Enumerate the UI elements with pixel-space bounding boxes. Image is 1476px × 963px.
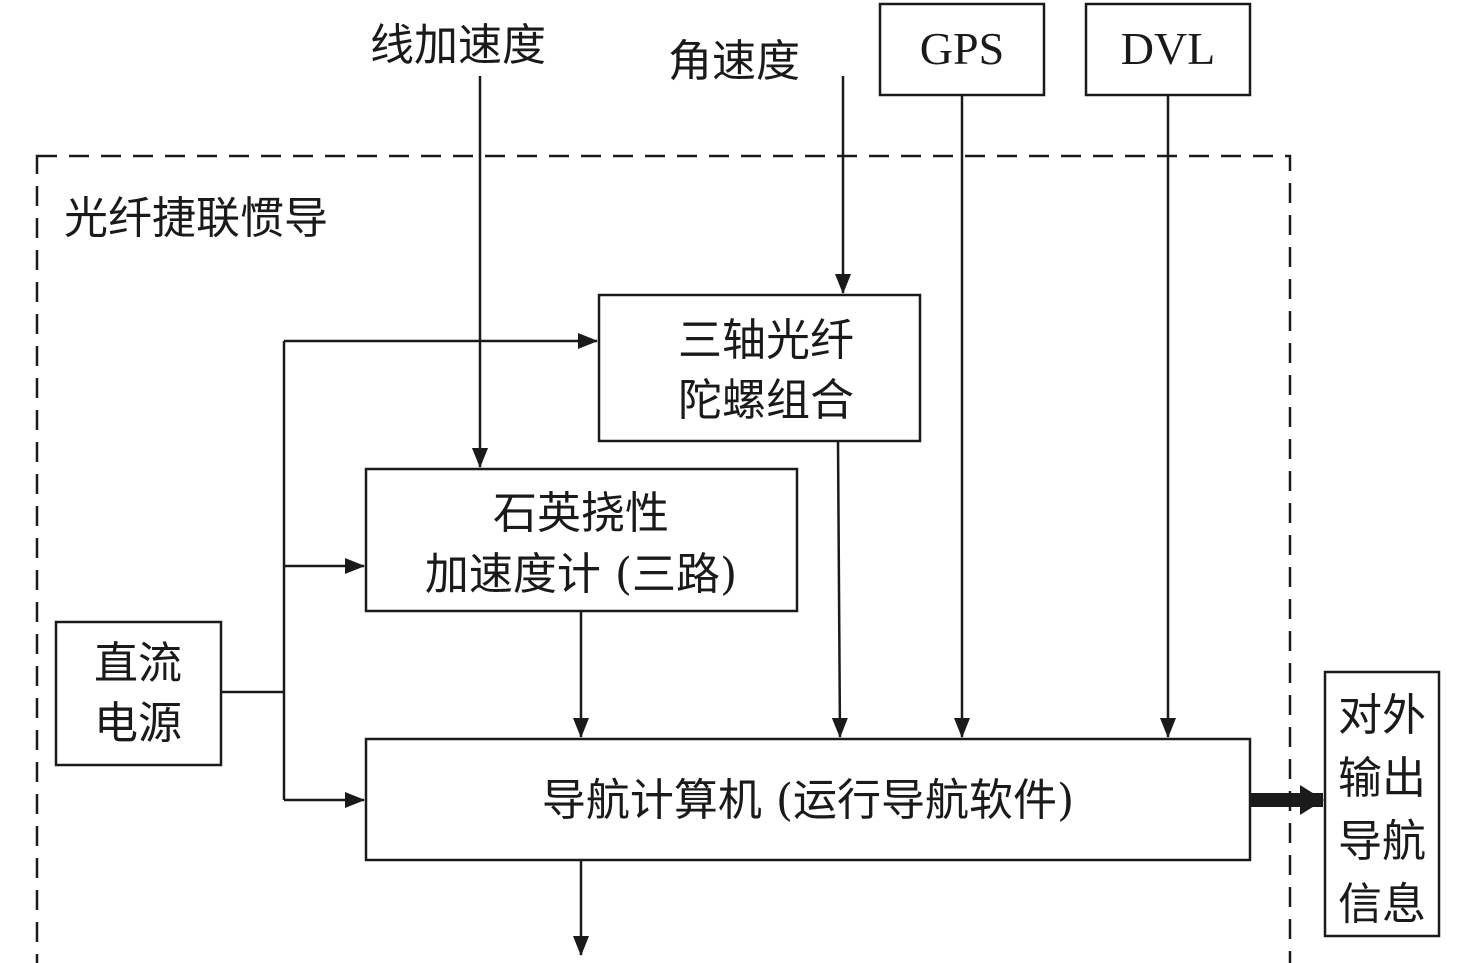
gyro-block [597, 293, 922, 443]
input-linear-acceleration-label: 线加速度 [370, 20, 546, 71]
arrow-gyro-to-computer [831, 440, 848, 738]
power-label-line2: 电源 [94, 698, 182, 749]
dvl-box [1084, 2, 1252, 97]
output-label-line3: 导航 [1338, 816, 1426, 867]
power-label-line1: 直流 [94, 638, 182, 689]
output-block [1323, 670, 1441, 938]
accelerometer-label-line2: 加速度计 (三路) [425, 549, 737, 600]
input-angular-velocity-label: 角速度 [668, 36, 800, 87]
output-label-line1: 对外 [1338, 690, 1426, 741]
navigation-computer-block [364, 737, 1252, 862]
output-label-line2: 输出 [1338, 753, 1426, 804]
gyro-label-line1: 三轴光纤 [678, 315, 854, 366]
gyro-label-line2: 陀螺组合 [678, 375, 854, 426]
ins-title: 光纤捷联惯导 [64, 193, 328, 244]
navigation-computer-label: 导航计算机 (运行导航软件) [542, 775, 1074, 826]
gps-label: GPS [920, 23, 1004, 74]
output-label-line4: 信息 [1338, 879, 1426, 930]
accelerometer-label-line1: 石英挠性 [493, 488, 669, 539]
power-block [54, 620, 223, 767]
dvl-label: DVL [1121, 23, 1216, 74]
ins-enclosure [35, 154, 1292, 963]
